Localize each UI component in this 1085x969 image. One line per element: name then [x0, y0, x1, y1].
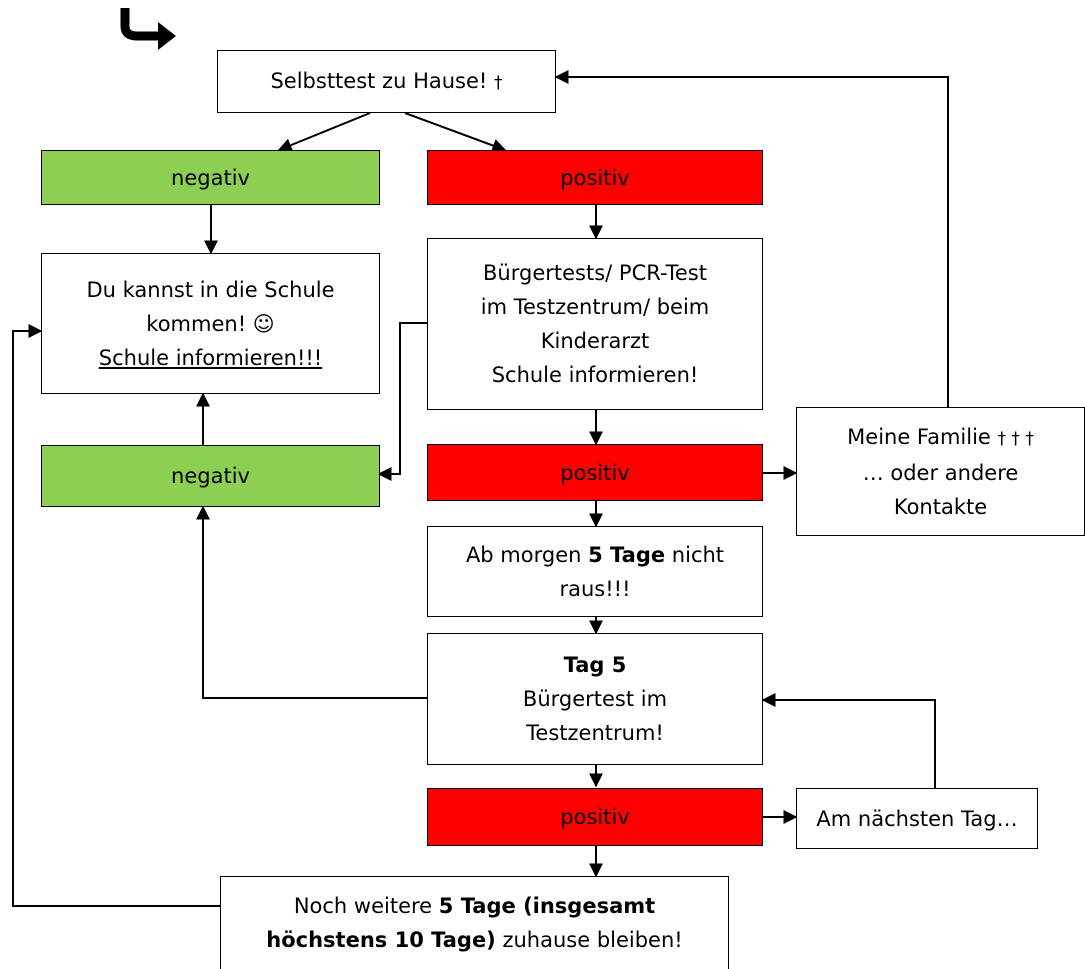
- familie-line-1: Meine Familie: [847, 424, 991, 449]
- person-icon: †: [494, 72, 503, 93]
- familie-line-2: … oder andere: [862, 460, 1019, 485]
- buergertest-box: Bürgertests/ PCR-Test im Testzentrum/ be…: [427, 238, 763, 410]
- negativ-box-1: negativ: [41, 150, 380, 205]
- negativ-label-2: negativ: [171, 464, 250, 488]
- selbsttest-label: Selbsttest zu Hause!: [270, 68, 488, 93]
- buergertest-line-4: Schule informieren!: [491, 363, 699, 387]
- schule-line-2: kommen! ☺: [146, 311, 275, 336]
- schule-line-3: Schule informieren!!!: [98, 345, 323, 370]
- naechster-tag-label: Am nächsten Tag…: [816, 806, 1018, 831]
- negativ-box-2: negativ: [41, 445, 380, 507]
- positiv-box-2: positiv: [427, 444, 763, 501]
- tag5-title: Tag 5: [563, 653, 627, 677]
- ab-morgen-pre: Ab morgen: [465, 542, 589, 567]
- tag5-line-3: Testzentrum!: [526, 721, 664, 745]
- weitere-bold-2: höchstens 10 Tage): [266, 928, 496, 952]
- tag5-line-2: Bürgertest im: [522, 687, 668, 711]
- buergertest-line-1: Bürgertests/ PCR-Test: [483, 261, 707, 285]
- tag5-box: Tag 5 Bürgertest im Testzentrum!: [427, 633, 763, 765]
- positiv-label-1: positiv: [560, 165, 630, 190]
- persons-icon: † † †: [997, 428, 1034, 449]
- weitere-tage-box: Noch weitere 5 Tage (insgesamt höchstens…: [220, 876, 729, 969]
- buergertest-line-2: im Testzentrum/ beim: [480, 295, 710, 319]
- schule-box: Du kannst in die Schule kommen! ☺ Schule…: [41, 253, 380, 394]
- ab-morgen-post: nicht: [665, 542, 725, 567]
- weitere-post: zuhause bleiben!: [495, 928, 683, 952]
- positiv-label-2: positiv: [560, 460, 630, 485]
- buergertest-line-3: Kinderarzt: [540, 329, 650, 353]
- positiv-label-3: positiv: [560, 805, 630, 829]
- curved-arrow-icon: [120, 8, 176, 50]
- familie-line-3: Kontakte: [893, 494, 988, 519]
- positiv-box-1: positiv: [427, 150, 763, 205]
- weitere-pre: Noch weitere: [293, 894, 439, 918]
- weitere-bold-1: 5 Tage (insgesamt: [438, 894, 656, 918]
- ab-morgen-line-2: raus!!!: [559, 576, 631, 601]
- negativ-label-1: negativ: [171, 165, 250, 190]
- schule-line-1: Du kannst in die Schule: [86, 277, 335, 302]
- positiv-box-3: positiv: [427, 788, 763, 846]
- familie-box: Meine Familie † † † … oder andere Kontak…: [796, 407, 1085, 536]
- ab-morgen-bold: 5 Tage: [588, 542, 666, 567]
- selbsttest-box: Selbsttest zu Hause! †: [217, 50, 556, 113]
- naechster-tag-box: Am nächsten Tag…: [796, 788, 1038, 849]
- ab-morgen-box: Ab morgen 5 Tage nicht raus!!!: [427, 526, 763, 617]
